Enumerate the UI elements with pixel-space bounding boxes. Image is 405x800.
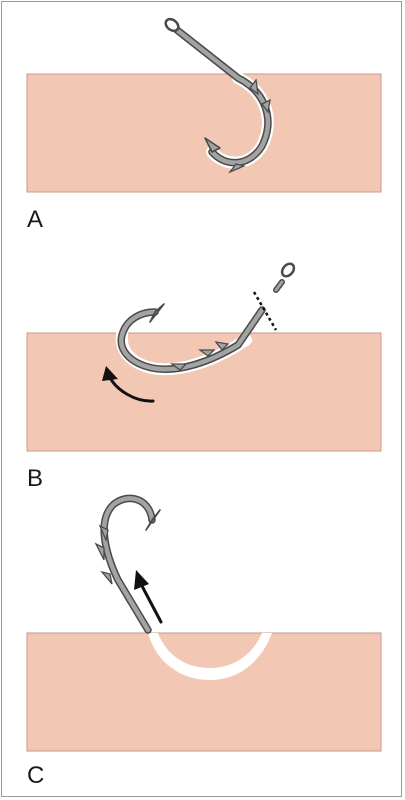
- hook-eye-cut-off: [273, 262, 296, 293]
- panel-a: [26, 17, 382, 193]
- cut-line: [252, 291, 278, 331]
- pull-arrow-icon: [140, 584, 163, 624]
- pull-arrow-head: [134, 570, 149, 590]
- fish-hook-icon: [117, 303, 266, 373]
- panel-label-a: A: [27, 206, 44, 233]
- panel-label-c: C: [27, 762, 45, 789]
- fish-hook-icon: [164, 17, 272, 174]
- rotation-arrow-head: [102, 366, 118, 381]
- skin-tissue-c: [26, 632, 382, 752]
- skin-tissue-a: [26, 73, 382, 193]
- panel-label-b: B: [27, 465, 44, 492]
- wound-opening-c: [148, 633, 272, 680]
- fish-hook-icon: [94, 494, 161, 634]
- panel-b: [26, 262, 382, 452]
- panel-c: [26, 494, 382, 752]
